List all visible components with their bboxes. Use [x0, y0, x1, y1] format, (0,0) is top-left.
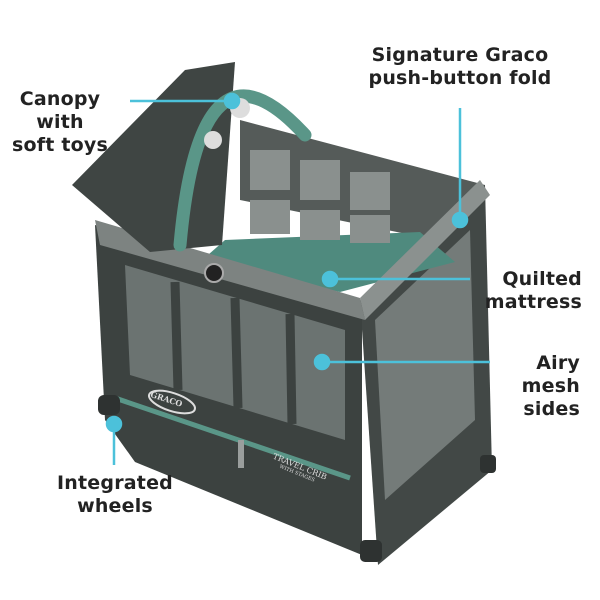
mesh-dividers — [170, 281, 297, 425]
fold-button — [204, 263, 224, 283]
callout-lines — [105, 92, 490, 465]
canopy-arch — [173, 89, 312, 252]
callout-fold: Signature Graco push-button fold — [368, 44, 552, 89]
callout-mattress: Quilted mattress — [484, 268, 582, 313]
inner-mesh-windows — [250, 150, 390, 243]
graco-logo — [148, 389, 196, 415]
callout-canopy: Canopy with soft toys — [12, 88, 108, 156]
wheel — [98, 395, 120, 415]
soft-toy — [204, 131, 222, 149]
center-leg — [238, 440, 244, 468]
callout-mesh: Airy mesh sides — [521, 352, 580, 420]
green-trim — [114, 395, 351, 481]
wheel — [480, 455, 496, 473]
canopy — [72, 62, 235, 252]
right-mesh — [375, 230, 475, 500]
callout-wheels: Integrated wheels — [57, 472, 173, 517]
wheel — [360, 540, 382, 562]
